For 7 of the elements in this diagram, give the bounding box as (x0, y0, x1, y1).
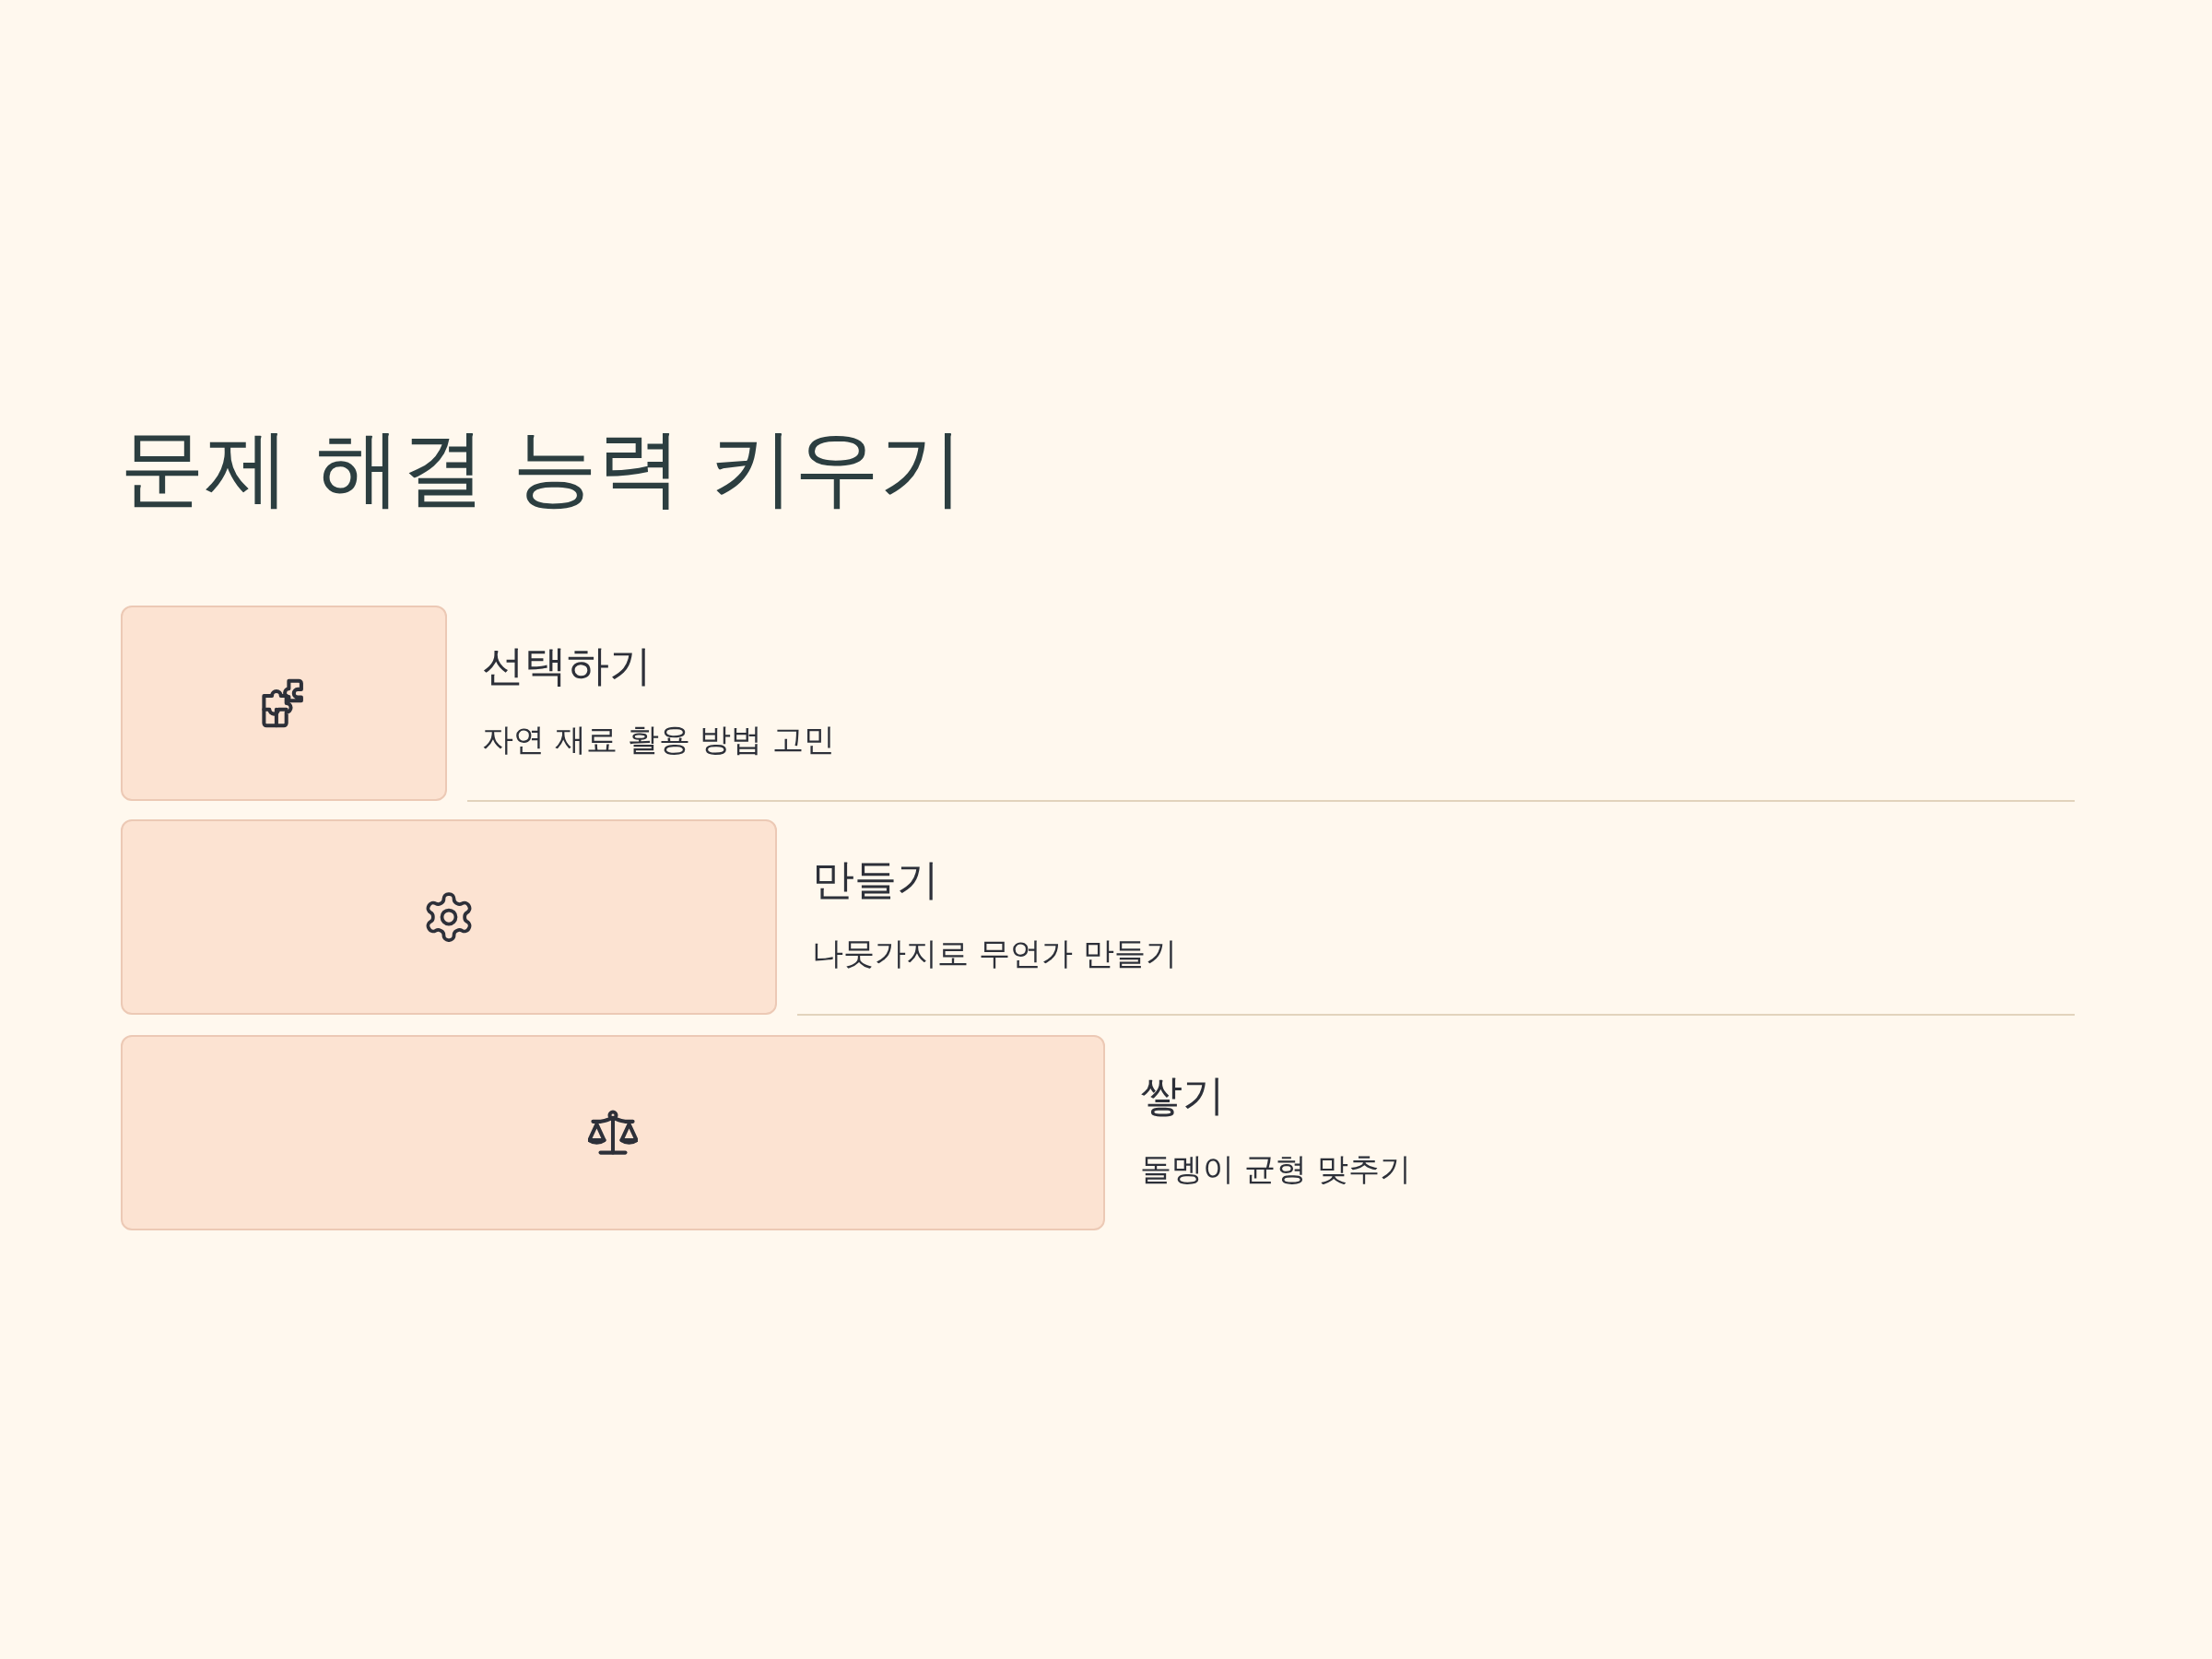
step-description: 자연 재료 활용 방법 고민 (482, 720, 836, 759)
step-heading: 쌓기 (1140, 1070, 1225, 1122)
step-heading: 선택하기 (482, 641, 652, 692)
step-description: 나뭇가지로 무언가 만들기 (812, 934, 1177, 973)
step-heading: 만들기 (812, 854, 939, 906)
title: 문제 해결 능력 키우기 (120, 419, 964, 517)
step-description: 돌멩이 균형 맞추기 (1140, 1149, 1411, 1189)
